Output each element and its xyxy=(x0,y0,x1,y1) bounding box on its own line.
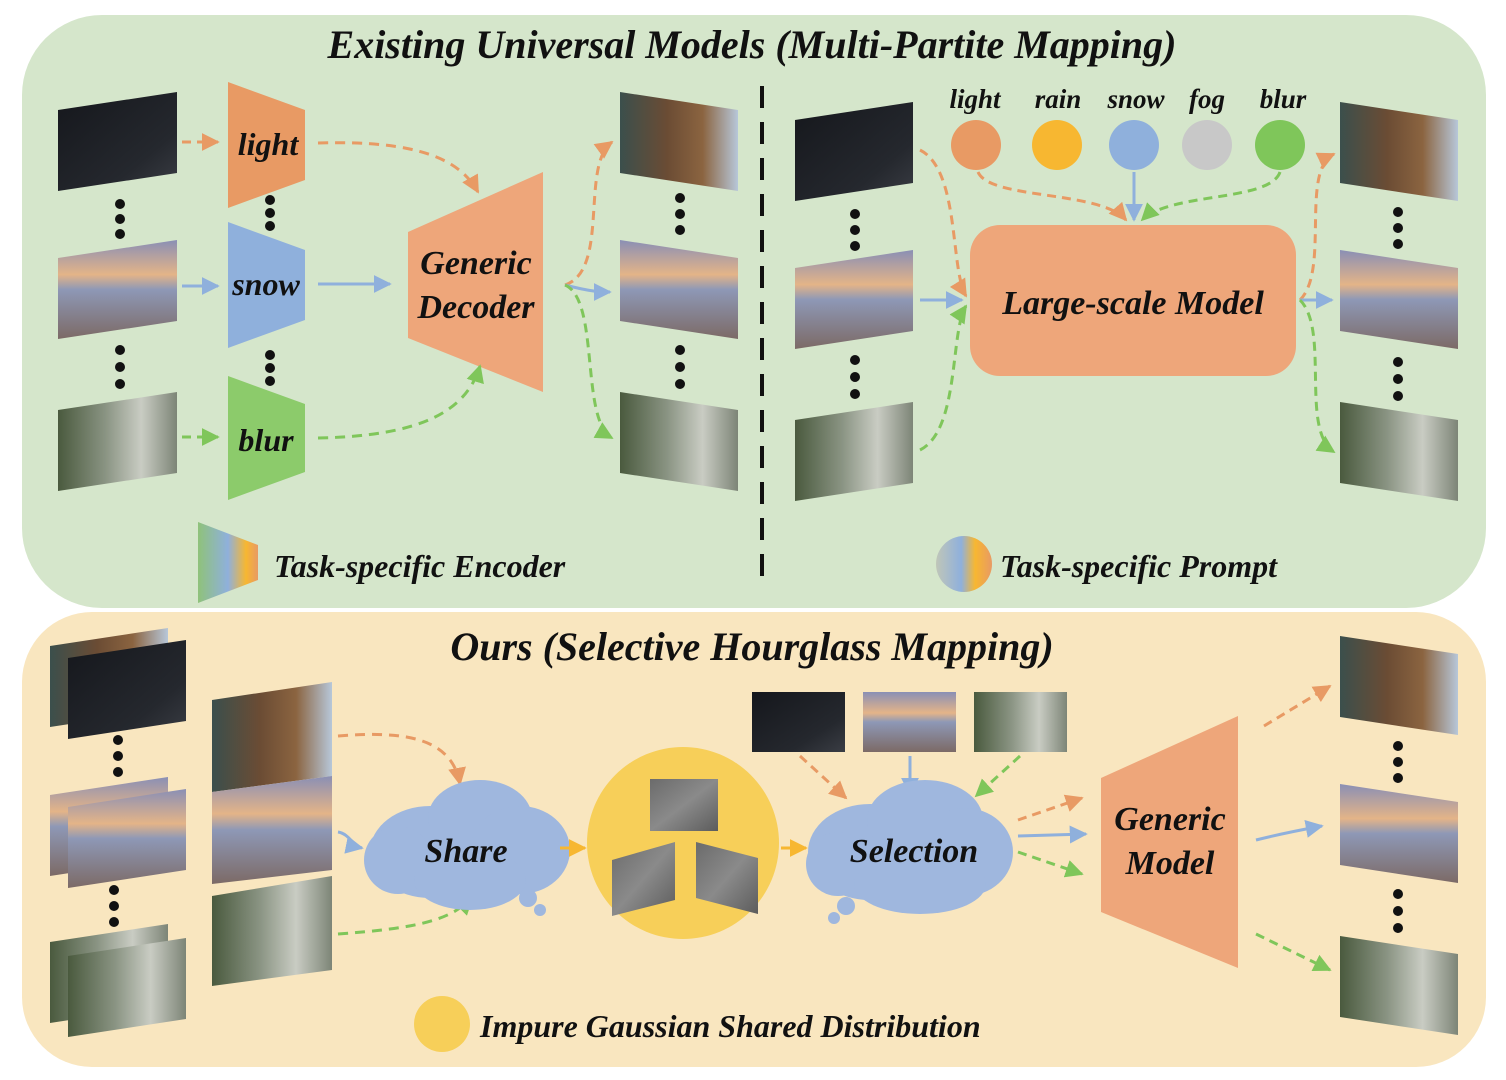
arrow-col-share-snow xyxy=(337,830,364,854)
condition-sunset xyxy=(863,692,956,752)
arrow-right-in-blur xyxy=(919,304,968,452)
share-cloud xyxy=(364,780,570,916)
right-input-sunset xyxy=(795,250,913,349)
arrow-sel-model-blur xyxy=(1017,850,1084,878)
bottom-output-images xyxy=(1340,636,1458,1035)
bottom-input-ellipsis xyxy=(109,735,123,927)
input-image-fence xyxy=(58,392,177,491)
bottom-output-ellipsis xyxy=(1393,741,1403,933)
prompt-row: light rain snow fog blur xyxy=(949,84,1307,170)
left-output-images xyxy=(620,92,738,491)
share-label: Share xyxy=(424,833,507,870)
stack-night xyxy=(68,640,186,739)
arrow-model-out-blur-b xyxy=(1255,932,1332,972)
prompt-legend-text: Task-specific Prompt xyxy=(1000,548,1278,584)
selection-cloud xyxy=(806,780,1013,924)
generic-decoder-label-2: Decoder xyxy=(416,289,535,326)
encoder-snow-label: snow xyxy=(231,266,300,302)
bottom-output-sunset xyxy=(1340,784,1458,883)
arrow-sel-model-snow xyxy=(1017,825,1088,844)
right-input-night xyxy=(795,102,913,201)
arrow-prompt-light xyxy=(976,171,1128,222)
noise-maps xyxy=(612,779,758,916)
arrow-blur-decoder xyxy=(317,364,484,440)
prompt-fog-label: fog xyxy=(1189,84,1225,114)
right-output-shelf xyxy=(1340,102,1458,201)
gaussian-legend-text: Impure Gaussian Shared Distribution xyxy=(479,1008,981,1044)
large-scale-model xyxy=(970,225,1296,376)
generic-decoder xyxy=(408,172,543,392)
prompt-snow-dot xyxy=(1109,120,1159,170)
output-image-sunset xyxy=(620,240,738,339)
arrow-model-out-light xyxy=(1298,152,1336,302)
arrow-model-out-light-b xyxy=(1263,684,1332,728)
arrow-right-in-light xyxy=(919,148,968,298)
bottom-input-stacks xyxy=(50,628,186,1037)
input-image-sunset xyxy=(58,240,177,339)
bottom-output-shelf xyxy=(1340,636,1458,735)
prompt-light-dot xyxy=(951,120,1001,170)
arrow-model-out-snow-b xyxy=(1255,820,1324,842)
arrow-cond-light xyxy=(798,754,848,800)
top-panel-title: Existing Universal Models (Multi-Partite… xyxy=(327,22,1177,67)
encoder-blur xyxy=(228,376,305,500)
prompt-fog-dot xyxy=(1182,120,1232,170)
bottom-output-fence xyxy=(1340,936,1458,1035)
prompt-blur-label: blur xyxy=(1260,84,1307,114)
encoder-blur-label: blur xyxy=(238,422,294,458)
generic-model-label-2: Model xyxy=(1125,845,1215,882)
prompt-rain-label: rain xyxy=(1035,84,1082,114)
encoder-light xyxy=(228,82,305,208)
encoder-ellipsis xyxy=(265,195,275,386)
arrow-col-share-blur xyxy=(337,896,474,936)
large-scale-model-label: Large-scale Model xyxy=(1001,285,1264,322)
shared-image-column xyxy=(212,682,332,986)
arrow-decoder-out-light xyxy=(564,140,614,287)
arrow-decoder-out-blur xyxy=(564,283,614,440)
generic-decoder-label-1: Generic xyxy=(420,245,531,282)
encoder-legend-text: Task-specific Encoder xyxy=(274,548,566,584)
right-output-ellipsis xyxy=(1393,207,1403,401)
bottom-panel-title: Ours (Selective Hourglass Mapping) xyxy=(450,624,1053,669)
gaussian-legend-icon xyxy=(414,996,470,1052)
condition-fence xyxy=(974,692,1067,752)
right-input-ellipsis xyxy=(850,209,860,399)
left-output-ellipsis xyxy=(675,193,685,389)
prompt-snow-label: snow xyxy=(1106,84,1165,114)
left-input-ellipsis xyxy=(115,199,125,389)
right-output-fence xyxy=(1340,402,1458,501)
prompt-blur-dot xyxy=(1255,120,1305,170)
input-image-night xyxy=(58,92,177,191)
encoder-legend-icon xyxy=(198,522,258,603)
arrow-model-out-blur xyxy=(1298,298,1336,454)
arrow-col-share-light xyxy=(337,732,466,786)
prompt-legend-icon xyxy=(936,536,992,592)
left-input-images xyxy=(58,92,177,491)
output-image-fence xyxy=(620,392,738,491)
arrow-sel-model-light xyxy=(1017,794,1084,822)
condition-images xyxy=(752,692,1067,752)
output-image-shelf xyxy=(620,92,738,191)
prompt-rain-dot xyxy=(1032,120,1082,170)
selection-label: Selection xyxy=(850,833,978,870)
generic-model-label-1: Generic xyxy=(1114,801,1225,838)
prompt-light-label: light xyxy=(949,84,1002,114)
right-output-images xyxy=(1340,102,1458,501)
encoder-snow xyxy=(228,222,305,348)
right-output-sunset xyxy=(1340,250,1458,349)
condition-night xyxy=(752,692,845,752)
stack-fence xyxy=(68,938,186,1037)
stack-sunset xyxy=(68,789,186,888)
generic-model xyxy=(1101,716,1238,968)
right-input-images xyxy=(795,102,913,501)
right-input-fence xyxy=(795,402,913,501)
arrow-light-decoder xyxy=(317,141,480,194)
encoder-light-label: light xyxy=(238,126,300,162)
arrow-cond-blur xyxy=(974,754,1022,798)
